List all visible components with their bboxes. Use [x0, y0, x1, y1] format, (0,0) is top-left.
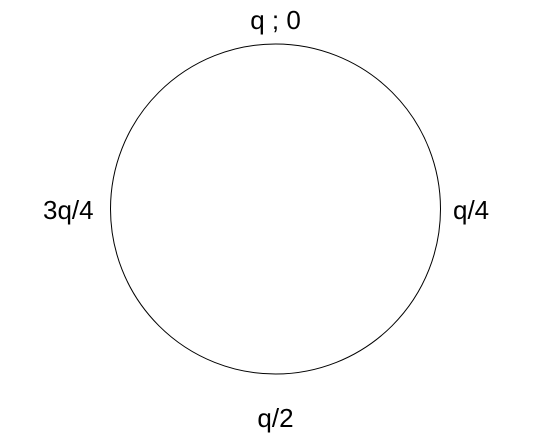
label-right: q/4: [453, 195, 490, 225]
label-left: 3q/4: [43, 195, 94, 225]
cycle-circle: [110, 43, 441, 375]
label-bottom: q/2: [257, 403, 294, 433]
label-top: q ; 0: [250, 5, 301, 35]
